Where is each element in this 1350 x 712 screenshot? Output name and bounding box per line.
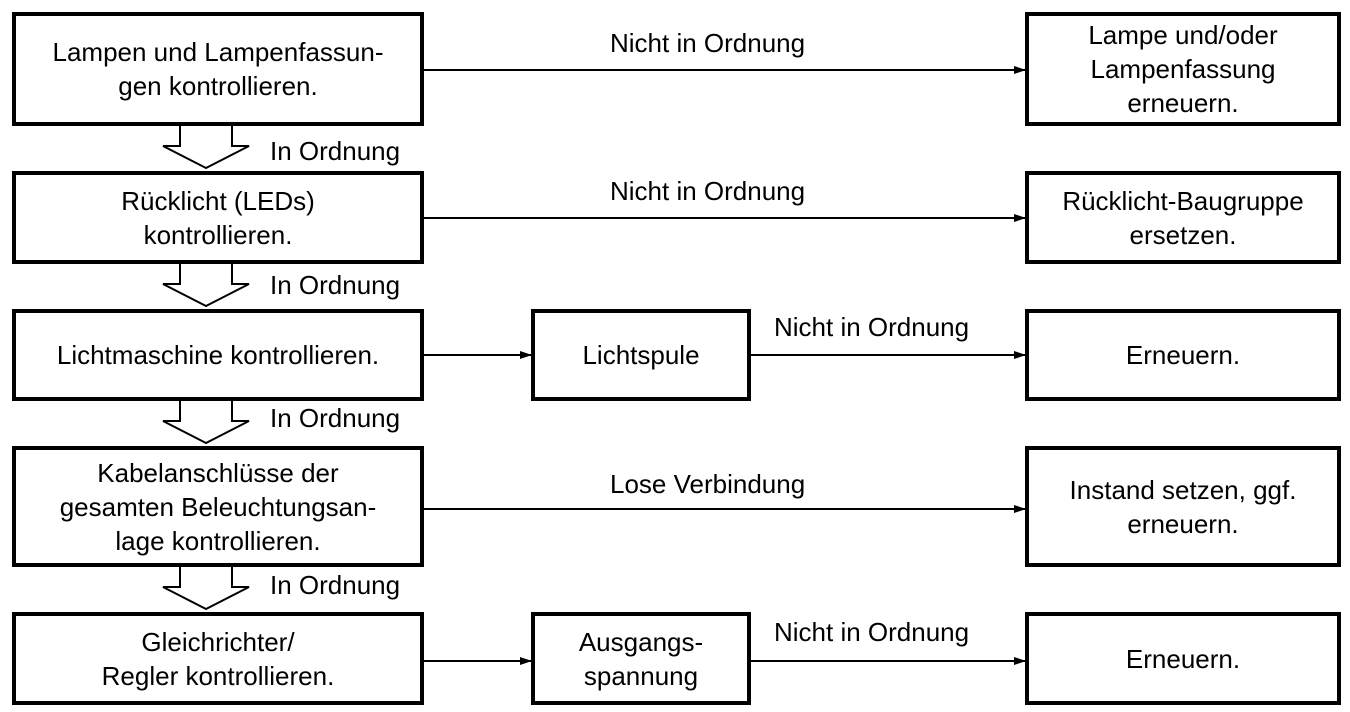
result-label-lamps: Nicht in Ordnung	[610, 28, 806, 58]
ok-label-3: In Ordnung	[270, 403, 401, 433]
remedy-box-rectifier: Erneuern.	[1025, 612, 1341, 705]
result-label-rectifier: Nicht in Ordnung	[774, 617, 970, 647]
down-arrow-2	[162, 264, 250, 308]
step-box-wiring: Kabelanschlüsse der gesamten Beleuchtung…	[12, 446, 424, 567]
step-box-lamps: Lampen und Lampenfassun- gen kontrollier…	[12, 12, 424, 126]
subcheck-box-output-voltage: Ausgangs- spannung	[531, 612, 751, 705]
result-label-alternator: Nicht in Ordnung	[774, 312, 970, 342]
remedy-box-lamps: Lampe und/oder Lampenfassung erneuern.	[1025, 12, 1341, 126]
step-box-rectifier: Gleichrichter/ Regler kontrollieren.	[12, 612, 424, 705]
result-label-wiring: Lose Verbindung	[610, 469, 806, 499]
down-arrow-4	[162, 567, 250, 611]
down-arrow-1	[162, 126, 250, 170]
ok-label-2: In Ordnung	[270, 270, 401, 300]
remedy-box-taillight: Rücklicht-Baugruppe ersetzen.	[1025, 171, 1341, 264]
remedy-box-wiring: Instand setzen, ggf. erneuern.	[1025, 446, 1341, 567]
remedy-box-alternator: Erneuern.	[1025, 309, 1341, 401]
step-box-alternator: Lichtmaschine kontrollieren.	[12, 309, 424, 401]
ok-label-4: In Ordnung	[270, 570, 401, 600]
down-arrow-3	[162, 401, 250, 445]
result-label-taillight: Nicht in Ordnung	[610, 176, 806, 206]
step-box-taillight: Rücklicht (LEDs) kontrollieren.	[12, 171, 424, 264]
ok-label-1: In Ordnung	[270, 136, 401, 166]
subcheck-box-lighting-coil: Lichtspule	[531, 309, 751, 401]
